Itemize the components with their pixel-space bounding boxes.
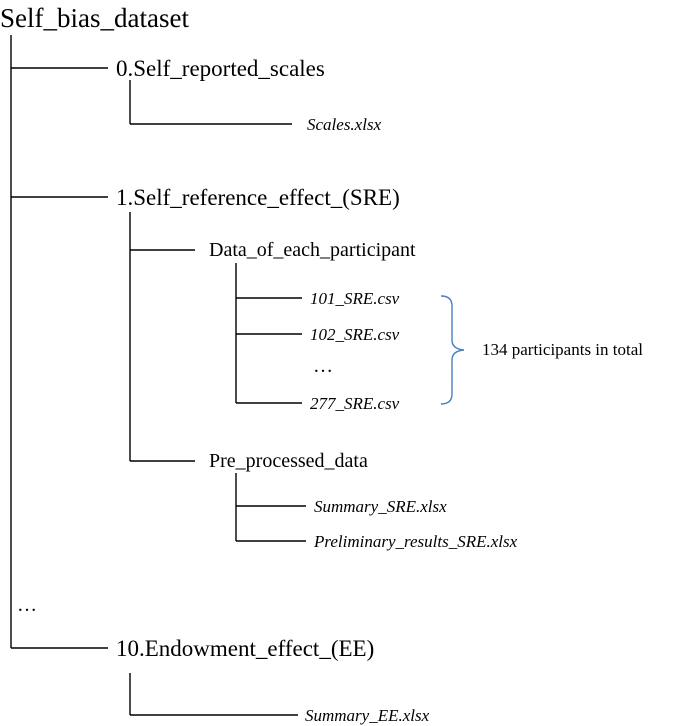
file-277-sre: 277_SRE.csv: [310, 394, 400, 413]
file-summary-sre: Summary_SRE.xlsx: [314, 497, 447, 516]
folder-scales-label: 0.Self_reported_scales: [116, 56, 325, 81]
file-scales: Scales.xlsx: [307, 115, 382, 134]
files-ellipsis: …: [313, 355, 333, 377]
subfolder-preprocessed-label: Pre_processed_data: [209, 450, 368, 472]
participants-brace: [440, 295, 465, 405]
file-preliminary-results-sre: Preliminary_results_SRE.xlsx: [314, 532, 518, 551]
folders-ellipsis: …: [17, 594, 37, 616]
folder-ee-label: 10.Endowment_effect_(EE): [116, 636, 375, 661]
file-102-sre: 102_SRE.csv: [310, 325, 400, 344]
file-summary-ee: Summary_EE.xlsx: [305, 706, 430, 725]
file-101-sre: 101_SRE.csv: [310, 289, 400, 308]
subfolder-participants-label: Data_of_each_participant: [209, 239, 416, 261]
root-folder-label: Self_bias_dataset: [0, 3, 189, 33]
folder-sre-label: 1.Self_reference_effect_(SRE): [116, 185, 400, 210]
participants-count-annotation: 134 participants in total: [482, 340, 643, 359]
